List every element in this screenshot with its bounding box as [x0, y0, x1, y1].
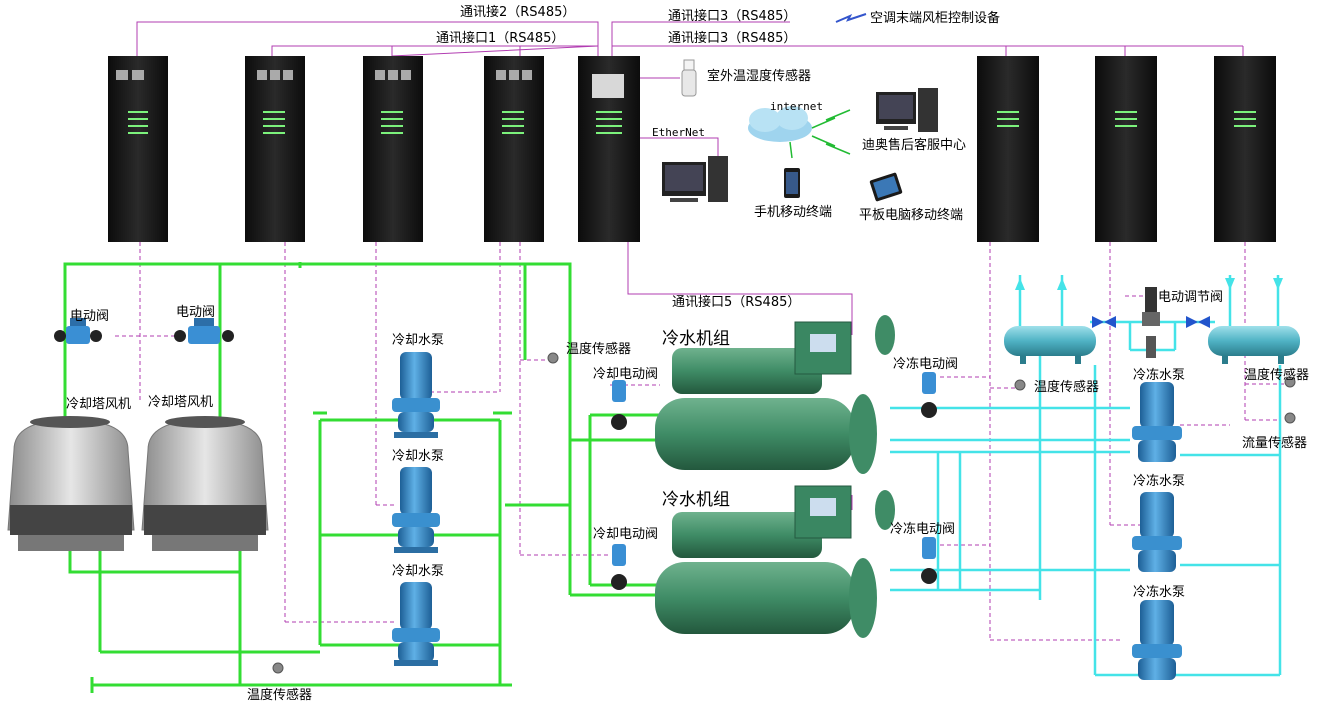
temp-sensor-icons: [272, 352, 1296, 674]
chiller-2-label: 冷水机组: [662, 490, 730, 510]
cabinet-7: [1095, 56, 1157, 242]
mobile-label: 手机移动终端: [754, 204, 832, 220]
chilled-pump-2-icon: [1132, 492, 1182, 572]
valve-left-label: 电动阀: [70, 309, 109, 324]
lightning-icon: [835, 13, 867, 23]
internet-label: internet: [770, 100, 823, 113]
wireless-links: [789, 109, 851, 159]
cooling-tower-right: [141, 416, 269, 551]
tablet-label: 平板电脑移动终端: [859, 207, 963, 223]
cabinet-1: [108, 56, 168, 242]
cabinet-4: [484, 56, 544, 242]
chilled-pump-1-label: 冷冻水泵: [1133, 367, 1185, 383]
temp-mid-label: 温度传感器: [1034, 379, 1099, 395]
chilled-pump-3-label: 冷冻水泵: [1133, 584, 1185, 600]
comm-if3a-label: 通讯接口3（RS485）: [668, 8, 796, 24]
chilled-pump-3-icon: [1132, 600, 1182, 680]
chilled-valve-2-icon: [921, 537, 937, 584]
cooling-tower-left: [7, 416, 135, 551]
cw-valve-2-label: 冷却电动阀: [593, 527, 658, 542]
outdoor-sensor-label: 室外温湿度传感器: [707, 68, 811, 84]
ac-terminal-label: 空调末端风柜控制设备: [870, 10, 1000, 26]
flow-sensor-label: 流量传感器: [1242, 435, 1307, 451]
butterfly-valves: [1092, 316, 1210, 328]
cooling-pump-2-label: 冷却水泵: [392, 449, 444, 464]
labels: 通讯接2（RS485） 通讯接口1（RS485） 通讯接口3（RS485） 通讯…: [66, 4, 1309, 703]
fan-right-label: 冷却塔风机: [148, 395, 213, 410]
header-tank-right: [1208, 326, 1300, 364]
temp-top-label: 温度传感器: [566, 341, 631, 357]
chilled-pump-1-icon: [1132, 382, 1182, 462]
reg-valve-label: 电动调节阀: [1158, 290, 1223, 305]
main-controller-cabinet: [578, 56, 640, 242]
service-pc-icon: [876, 88, 938, 132]
cloud-icon: [748, 106, 812, 142]
comm-if5-label: 通讯接口5（RS485）: [672, 294, 800, 310]
ch-valve-2-label: 冷冻电动阀: [890, 521, 955, 537]
outdoor-sensor-icon: [681, 59, 697, 97]
temp-right-label: 温度传感器: [1244, 367, 1309, 383]
cooling-pump-3-label: 冷却水泵: [392, 564, 444, 579]
signal-dashed: [115, 242, 1285, 641]
comm-if3b-label: 通讯接口3（RS485）: [668, 30, 796, 46]
cabinet-2: [245, 56, 305, 242]
cooling-pump-3-icon: [392, 582, 440, 666]
motor-valve-right-icon: [174, 318, 234, 344]
ethernet-pc-icon: [662, 156, 728, 202]
chilled-valve-1-icon: [921, 372, 937, 418]
cooling-pump-1-label: 冷却水泵: [392, 333, 444, 348]
chilled-arrows: [1015, 278, 1283, 290]
chiller-unit-2: [655, 485, 895, 638]
cooling-valve-2-icon: [611, 544, 627, 590]
cabinet-6: [977, 56, 1039, 242]
cooling-pump-1-icon: [392, 352, 440, 438]
cooling-valve-1-icon: [611, 380, 627, 430]
chiller-1-label: 冷水机组: [662, 329, 730, 349]
header-tank-left: [1004, 326, 1096, 364]
fan-left-label: 冷却塔风机: [66, 397, 131, 412]
tablet-icon: [869, 172, 903, 202]
comm-if1-label: 通讯接口1（RS485）: [436, 30, 564, 46]
cooling-pipe-caps: [90, 411, 512, 693]
signal-lines: [136, 21, 1244, 510]
valve-right-label: 电动阀: [176, 305, 215, 320]
cooling-water-pipes: [63, 262, 660, 687]
mobile-phone-icon: [784, 168, 800, 198]
motor-valve-left-icon: [54, 318, 102, 344]
cw-valve-1-label: 冷却电动阀: [593, 367, 658, 382]
regulating-valve-icon: [1142, 287, 1160, 358]
chilled-pump-2-label: 冷冻水泵: [1133, 473, 1185, 489]
comm-if2-label: 通讯接2（RS485）: [460, 4, 575, 20]
cooling-pump-2-icon: [392, 467, 440, 553]
chiller-unit-1: [655, 315, 895, 474]
cabinet-3: [363, 56, 423, 242]
temp-bottom-label: 温度传感器: [247, 687, 312, 703]
ethernet-label: EtherNet: [652, 126, 705, 139]
cabinet-8: [1214, 56, 1276, 242]
ch-valve-1-label: 冷冻电动阀: [893, 356, 958, 372]
control-cabinets: [108, 56, 1276, 242]
service-center-label: 迪奥售后客服中心: [862, 137, 966, 153]
